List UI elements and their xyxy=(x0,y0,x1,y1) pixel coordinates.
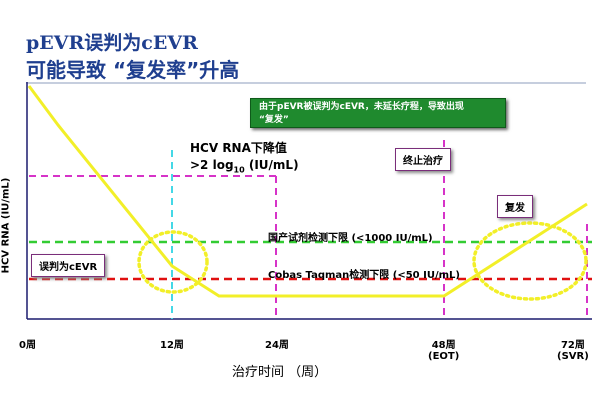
stop-treatment-label: 终止治疗 xyxy=(395,148,451,171)
tick-week-48: 48周(EOT) xyxy=(428,340,460,362)
relapse-explanation-note: 由于pEVR被误判为cEVR，未延长疗程，导致出现 “复发” xyxy=(250,98,506,128)
misjudged-cevr-label: 误判为cEVR xyxy=(31,254,106,277)
hcv-rna-curve xyxy=(27,85,588,298)
tick-week-24: 24周 xyxy=(265,340,289,351)
domestic-limit-label: 国产试剂检测下限 (<1000 IU/mL) xyxy=(268,233,433,244)
hcv-drop-line-1: HCV RNA下降值 xyxy=(190,141,287,155)
title-divider xyxy=(26,82,586,84)
relapse-label: 复发 xyxy=(497,195,533,218)
cobas-limit-label: Cobas Taqman检测下限 (<50 IU/mL) xyxy=(268,270,460,281)
hcv-drop-subscript: 10 xyxy=(233,165,245,175)
note-line-2: “复发” xyxy=(259,115,289,125)
tick-week-72: 72周(SVR) xyxy=(557,340,589,362)
title-line-1: pEVR误判为cEVR xyxy=(26,32,198,54)
tick-week-0: 0周 xyxy=(19,340,36,351)
y-axis-label: HCV RNA (IU/mL) xyxy=(0,177,12,274)
hcv-drop-prefix: >2 log xyxy=(190,158,234,172)
ellipse-relapse xyxy=(472,221,588,301)
x-axis-label: 治疗时间 （周） xyxy=(232,365,328,380)
title-line-2: 可能导致 “复发率”升高 xyxy=(26,58,240,82)
hcv-drop-line-2: >2 log10 (IU/mL) xyxy=(190,158,299,174)
tick-week-12: 12周 xyxy=(160,340,184,351)
note-line-1: 由于pEVR被误判为cEVR，未延长疗程，导致出现 xyxy=(259,102,464,112)
ellipse-week-12 xyxy=(137,230,209,294)
hcv-drop-label: HCV RNA下降值 >2 log10 (IU/mL) xyxy=(190,139,299,174)
hcv-drop-suffix: (IU/mL) xyxy=(244,158,299,172)
